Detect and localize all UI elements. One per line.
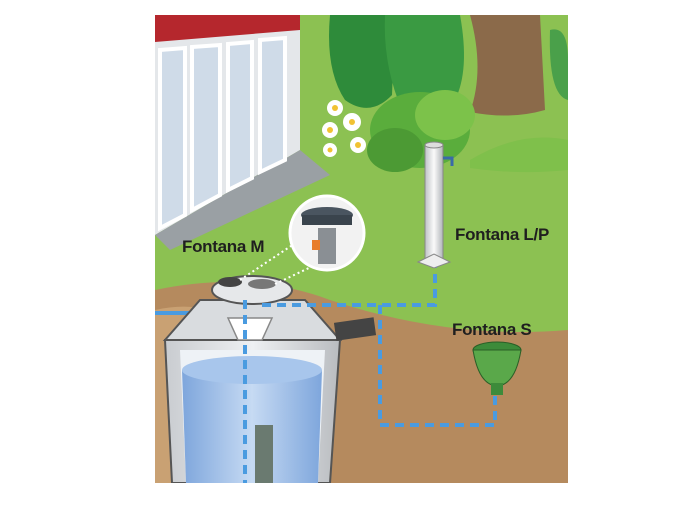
water: [182, 357, 322, 483]
trees: [329, 15, 568, 116]
tree-trunk: [470, 15, 545, 116]
fontana-m-detail-inset: [239, 194, 366, 285]
roof: [155, 15, 300, 42]
fontana-lp-column: [416, 141, 454, 269]
house: [155, 15, 330, 250]
pump: [255, 425, 273, 483]
water-pipes: [243, 265, 497, 483]
cistern-tank: [162, 275, 377, 483]
label-fontana-s: Fontana S: [452, 320, 532, 339]
label-fontana-lp: Fontana L/P: [455, 225, 549, 244]
filter-basket: [226, 317, 274, 341]
label-fontana-m: Fontana M: [182, 237, 265, 256]
bushes: [322, 90, 568, 173]
outlet-pipe: [333, 317, 377, 341]
fontana-s-funnel: [472, 341, 522, 395]
